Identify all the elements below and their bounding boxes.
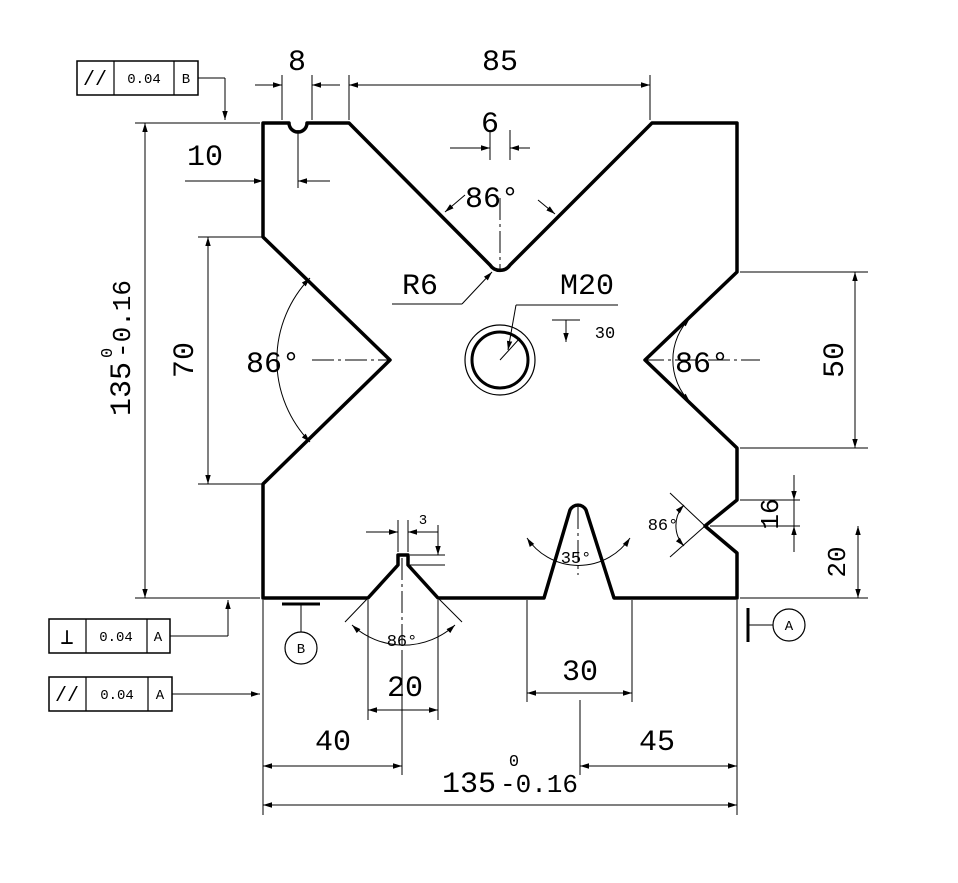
dim-top-v-width: 6	[481, 108, 499, 142]
dim-top-v-angle: 86°	[465, 183, 519, 217]
tolerance-frame-2: ⊥ 0.04 A	[48, 618, 171, 654]
dim-width-tol-lower: -0.16	[500, 770, 578, 800]
tolerance-frame-3-value: 0.04	[100, 688, 134, 704]
dim-width-tol-upper: 0	[509, 753, 519, 772]
tolerance-frame-3-datum: A	[156, 688, 165, 704]
thread-hole	[464, 324, 536, 396]
dim-bottom-slot-width: 30	[562, 656, 598, 690]
tolerance-frame-3-symbol: //	[55, 685, 79, 708]
dim-thread: M20	[560, 270, 614, 304]
dimension-lines	[135, 75, 868, 815]
dim-bottom-v-angle: 86°	[387, 633, 418, 652]
tolerance-frame-1-datum: B	[182, 72, 190, 88]
datum-b	[282, 602, 320, 665]
dim-left-v-width: 70	[169, 342, 203, 378]
tolerance-frame-1: // 0.04 B	[76, 60, 199, 96]
dim-bottom-v-width: 20	[387, 672, 423, 706]
dim-height-group: 135 0 -0.16	[99, 280, 140, 416]
tolerance-frame-3: // 0.04 A	[48, 676, 173, 712]
part-outline	[261, 121, 739, 600]
dim-small-v-angle: 86°	[648, 517, 679, 536]
dim-thread-depth: 30	[595, 325, 615, 344]
dim-fillet-radius: R6	[402, 270, 438, 304]
dim-16: 16	[756, 498, 786, 529]
dim-height-tol-lower: -0.16	[108, 280, 138, 358]
tolerance-frame-2-datum: A	[154, 630, 163, 646]
dim-left-v-angle: 86°	[246, 348, 300, 382]
dim-right-v-angle: 86°	[675, 348, 729, 382]
dim-3: 3	[419, 513, 427, 529]
dim-width-main: 135	[442, 768, 496, 802]
dim-offset-left: 40	[315, 726, 351, 760]
dim-narrow-v-angle: 35°	[561, 550, 592, 569]
tolerance-frame-2-value: 0.04	[99, 630, 133, 646]
dim-height-tol-upper: 0	[99, 348, 118, 358]
dim-height-main: 135	[106, 362, 140, 416]
dim-top-span: 85	[482, 46, 518, 80]
dim-top-slot-depth: 10	[187, 141, 223, 175]
tolerance-frame-1-symbol: //	[83, 69, 107, 92]
datum-a-label: A	[785, 619, 794, 635]
dim-right-v-width: 50	[819, 342, 853, 378]
datum-a	[746, 608, 806, 642]
tolerance-frame-2-symbol: ⊥	[60, 626, 73, 651]
dim-width-group: 135 0 -0.16	[442, 753, 578, 802]
tolerance-frame-1-value: 0.04	[127, 72, 161, 88]
dim-20-right: 20	[823, 546, 853, 577]
datum-b-label: B	[297, 642, 305, 658]
dim-offset-right: 45	[639, 726, 675, 760]
dim-slot-width: 8	[288, 46, 306, 80]
